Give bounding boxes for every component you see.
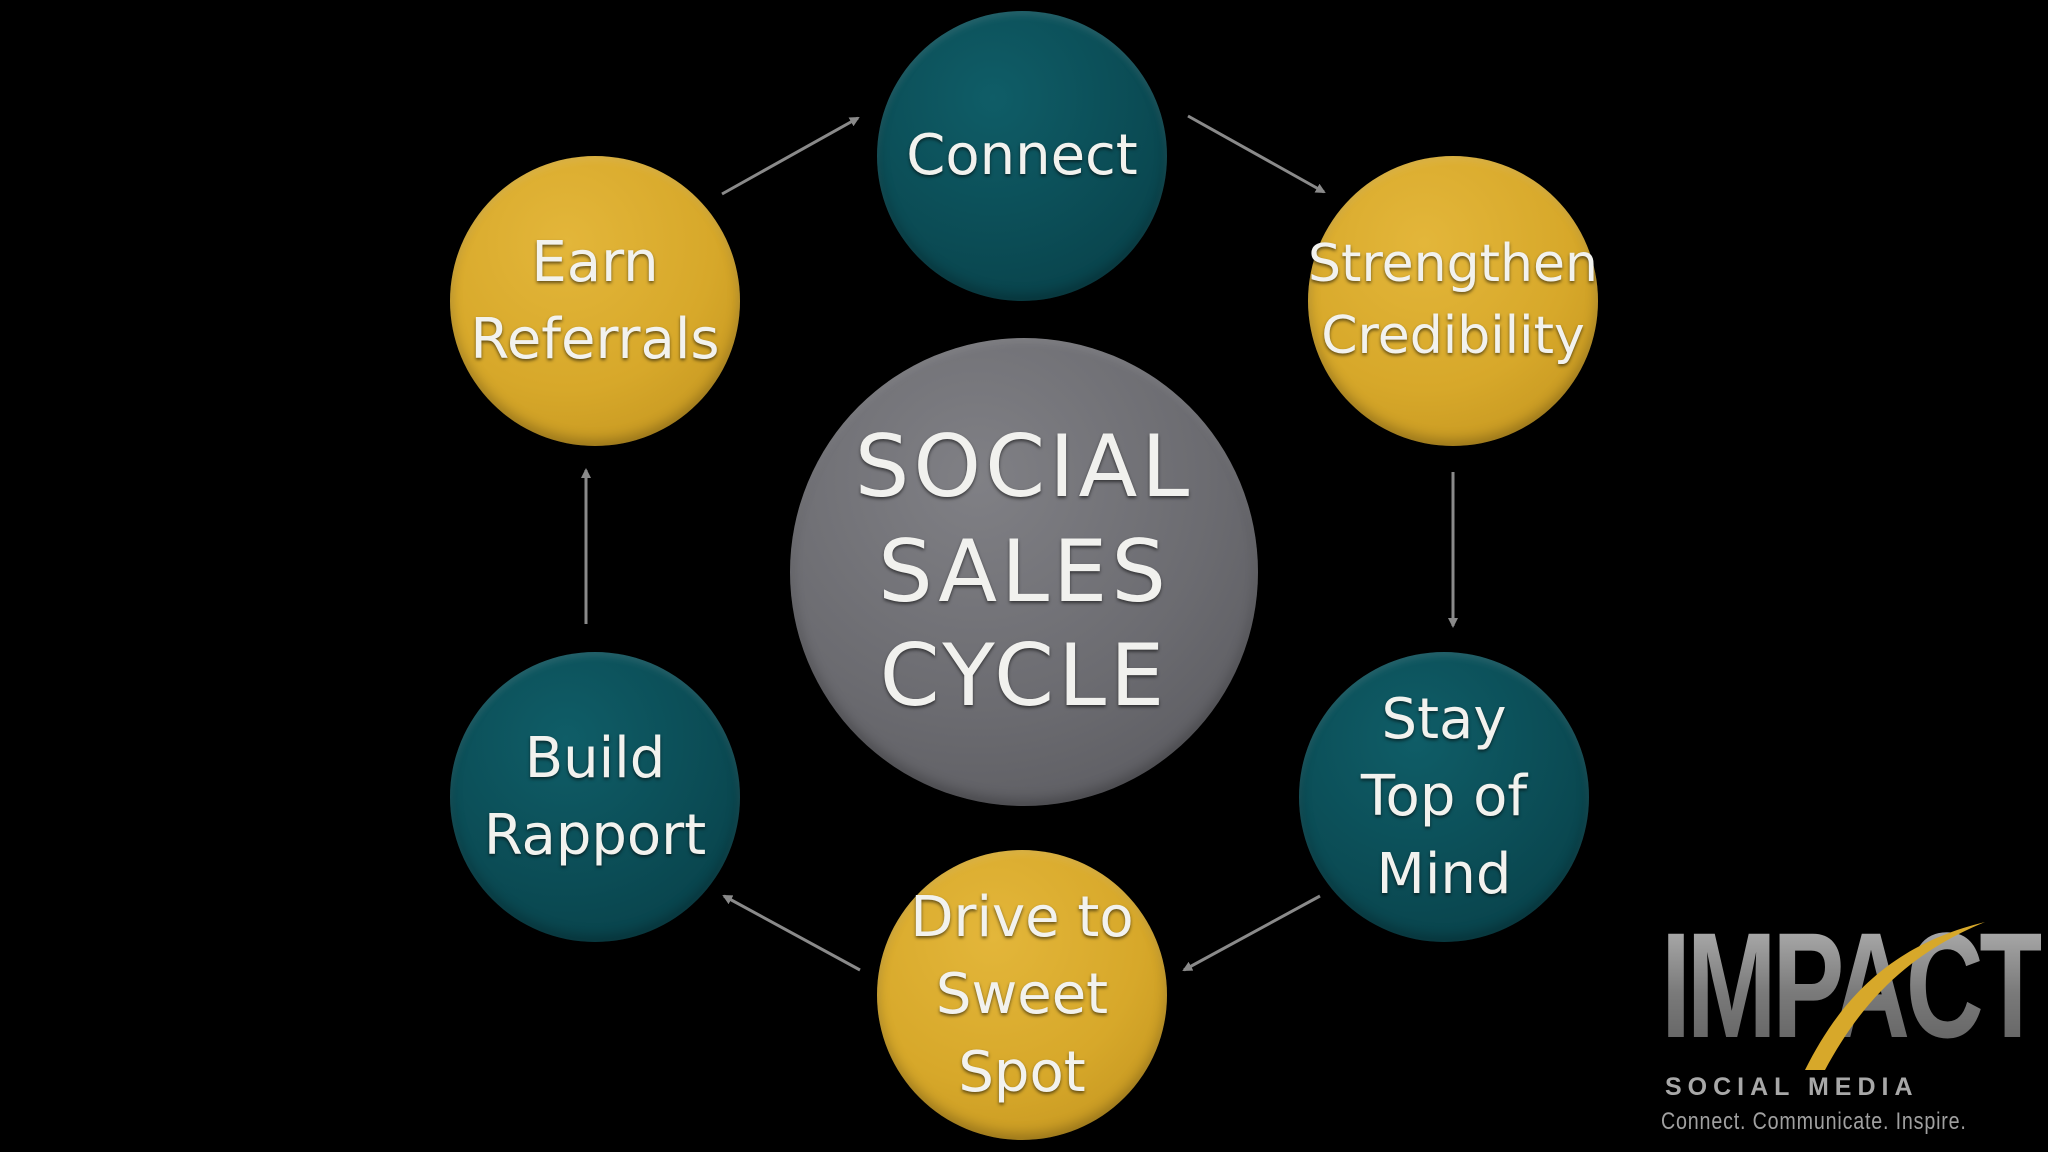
impact-social-media-logo: IMPACT SOCIAL MEDIA Connect. Communicate… (1655, 910, 2045, 1142)
logo-subtitle: SOCIAL MEDIA (1665, 1073, 1919, 1101)
node-strengthen-line-2: Credibility (1321, 306, 1585, 366)
arrow-stay-to-drive (1182, 894, 1321, 972)
logo-tagline: Connect. Communicate. Inspire. (1661, 1108, 1967, 1135)
node-build-rapport: Build Rapport (450, 652, 740, 942)
node-drive-line-2: Sweet (935, 962, 1109, 1028)
node-build-line-2: Rapport (483, 803, 707, 868)
node-strengthen-line-1: Strengthen (1308, 234, 1598, 295)
center-node-social-sales-cycle: SOCIAL SALES CYCLE (790, 338, 1258, 806)
center-line-3: CYCLE (879, 626, 1169, 727)
node-drive-line-1: Drive to (910, 885, 1134, 951)
center-line-1: SOCIAL (854, 416, 1194, 517)
node-drive-to-sweet-spot: Drive to Sweet Spot (877, 850, 1167, 1140)
node-drive-line-3: Spot (958, 1039, 1086, 1105)
node-earn-line-2: Referrals (470, 307, 720, 372)
node-earn-line-1: Earn (531, 229, 659, 295)
node-connect-line-1: Connect (906, 123, 1138, 189)
node-stay-line-3: Mind (1376, 841, 1512, 907)
node-stay-line-1: Stay (1381, 687, 1507, 753)
node-connect: Connect (877, 11, 1167, 301)
logo-swoosh-icon (1805, 922, 1985, 1070)
arrow-connect-to-strengthen (1187, 114, 1326, 194)
center-line-2: SALES (878, 521, 1170, 622)
node-build-line-1: Build (524, 725, 666, 791)
node-strengthen-credibility: Strengthen Credibility (1308, 156, 1598, 446)
node-earn-referrals: Earn Referrals (450, 156, 740, 446)
arrow-drive-to-build (722, 894, 861, 972)
arrow-earn-to-connect (721, 116, 860, 196)
logo-wordmark: IMPACT (1661, 901, 2045, 1069)
node-stay-line-2: Top of (1360, 764, 1528, 830)
node-stay-top-of-mind: Stay Top of Mind (1299, 652, 1589, 942)
